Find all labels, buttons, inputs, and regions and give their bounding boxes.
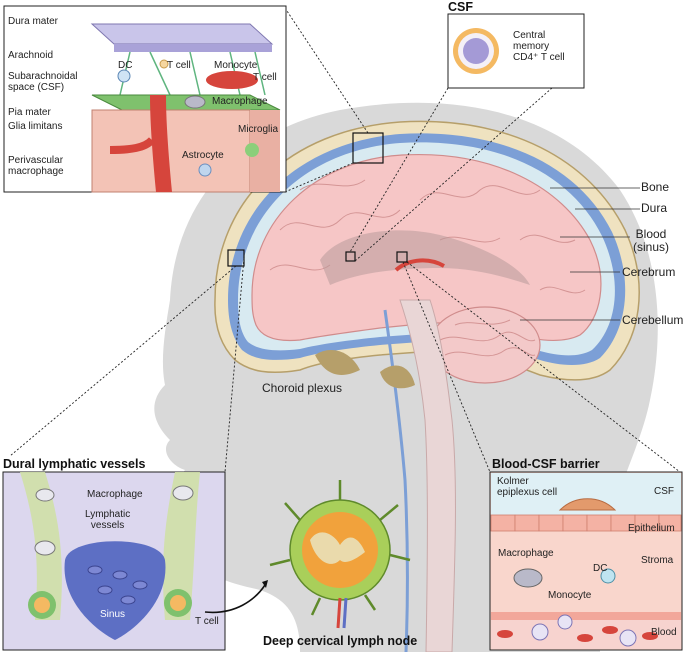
- csf-t-cell-nucleus: [463, 38, 489, 64]
- label-cerebellum: Cerebellum: [622, 313, 684, 327]
- label-dura: Dura: [641, 201, 668, 215]
- ventricle: [320, 230, 530, 285]
- label-barrier-macrophage: Macrophage: [498, 548, 554, 559]
- vessel-red: [150, 95, 172, 192]
- label-barrier-csf: CSF: [654, 486, 674, 497]
- label-lymph-macrophage: Macrophage: [87, 489, 143, 500]
- marker-meninges: [352, 132, 384, 164]
- skull-base: [315, 350, 360, 375]
- connector-lines: [9, 7, 681, 473]
- label-barrier-dc: DC: [593, 563, 608, 574]
- label-t-cell-2: T cell: [253, 72, 277, 83]
- blood-leukocytes: [531, 614, 637, 647]
- label-astrocyte: Astrocyte: [182, 150, 224, 161]
- label-macrophage: Macrophage: [212, 96, 268, 107]
- label-bone: Bone: [641, 180, 670, 194]
- label-blood-sinus: Blood (sinus): [633, 227, 670, 254]
- label-dura-mater: Dura mater: [8, 16, 59, 27]
- label-lymph-t-cell: T cell: [195, 616, 219, 627]
- blood-cells: [497, 626, 658, 642]
- label-dc: DC: [118, 60, 133, 71]
- sinus-shape: [64, 541, 166, 640]
- sinus-cells: [87, 565, 148, 605]
- dc-cell: [117, 69, 131, 83]
- marker-barrier: [396, 251, 408, 263]
- kolmer-cell: [558, 498, 617, 511]
- barrier-dc: [600, 568, 616, 584]
- title-deep-cervical: Deep cervical lymph node: [263, 634, 418, 648]
- label-stroma: Stroma: [641, 555, 674, 566]
- lymphatic-vessel-right: [163, 472, 200, 620]
- label-t-cell: T cell: [167, 60, 191, 71]
- label-cd4-t-cell: Central memory CD4⁺ T cell: [513, 30, 565, 63]
- title-csf: CSF: [448, 0, 473, 14]
- label-perivascular: Perivascular macrophage: [8, 155, 64, 177]
- label-arachnoid: Arachnoid: [8, 50, 54, 61]
- title-blood-csf-barrier: Blood-CSF barrier: [492, 457, 600, 471]
- label-subarachnoid: Subarachnoidal space (CSF): [8, 71, 78, 93]
- t-cell-vessel: [206, 71, 258, 89]
- cerebellum-folia: [439, 319, 536, 357]
- blood-vessel-wall: [491, 612, 681, 620]
- label-leaders: [520, 187, 640, 321]
- epithelium-row: [490, 514, 682, 532]
- t-cell-small: [159, 59, 169, 69]
- label-pia-mater: Pia mater: [8, 107, 51, 118]
- cerebellum-shape: [429, 306, 541, 384]
- skull-base-2: [380, 365, 415, 389]
- marker-csf: [345, 251, 356, 262]
- microglia-cell: [245, 143, 259, 157]
- lymph-macrophage-2: [172, 485, 194, 501]
- t-cell-left: [34, 597, 50, 613]
- arrow-to-node: [204, 584, 266, 614]
- dura-mater-layer: [90, 23, 274, 45]
- macrophage-cell: [184, 95, 206, 109]
- title-dural-lymphatic: Dural lymphatic vessels: [3, 457, 146, 471]
- label-barrier-blood: Blood: [651, 627, 677, 638]
- spinal-canal: [383, 309, 409, 652]
- label-cerebrum: Cerebrum: [622, 265, 676, 279]
- lymph-macrophage-1: [34, 540, 56, 556]
- label-epithelium: Epithelium: [628, 523, 675, 534]
- label-kolmer: Kolmer epiplexus cell: [497, 476, 558, 498]
- choroid-plexus-mark: [394, 258, 445, 272]
- brainstem: [399, 299, 456, 652]
- label-barrier-monocyte: Monocyte: [548, 590, 592, 601]
- t-cell-right: [170, 595, 186, 611]
- lymph-macrophage-3: [35, 488, 55, 502]
- label-choroid-plexus: Choroid plexus: [262, 381, 343, 395]
- label-lymphatic-vessels: Lymphatic vessels: [85, 509, 131, 531]
- label-microglia: Microglia: [238, 124, 279, 135]
- label-sinus: Sinus: [100, 609, 126, 620]
- astrocyte-cell: [198, 163, 212, 177]
- barrier-macrophage: [513, 568, 543, 588]
- lymph-node: [269, 480, 411, 629]
- label-glia-limitans: Glia limitans: [8, 121, 63, 132]
- label-monocyte: Monocyte: [214, 60, 258, 71]
